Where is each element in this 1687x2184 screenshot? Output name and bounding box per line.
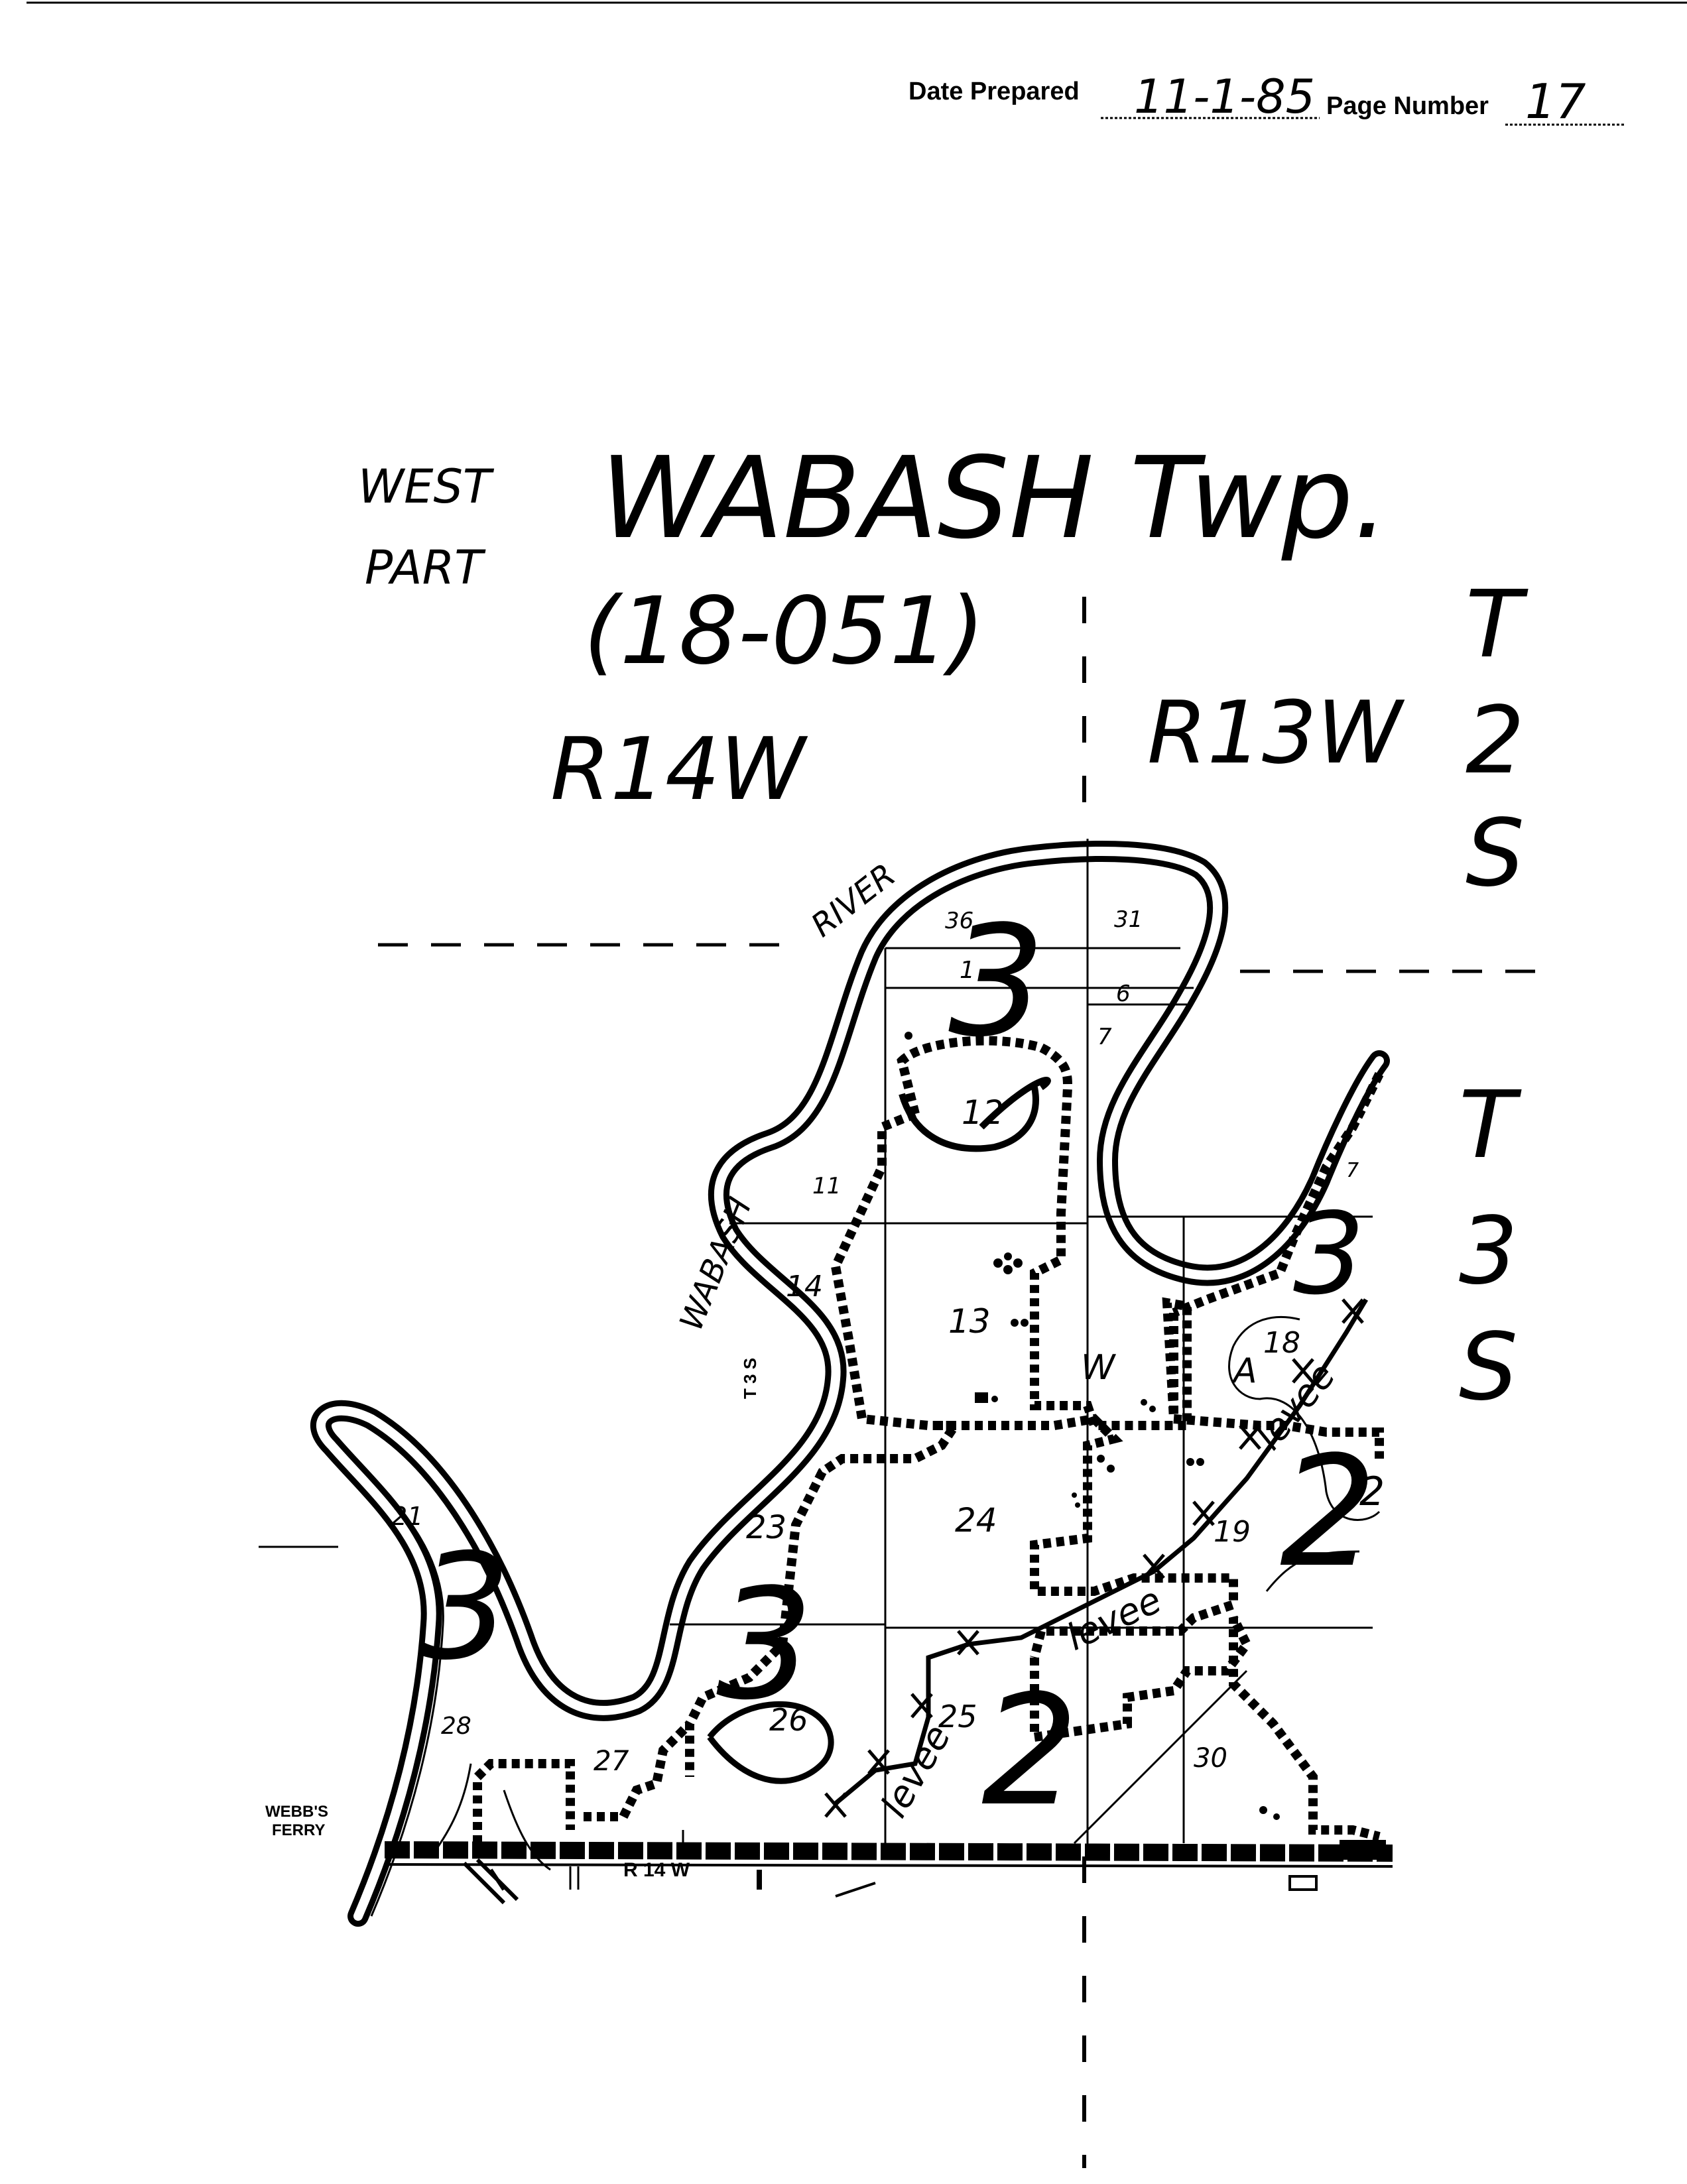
section-26: 26 — [769, 1702, 808, 1738]
section-18: 18 — [1263, 1326, 1300, 1360]
section-12: 12 — [962, 1093, 1004, 1132]
levee-line — [834, 1298, 1369, 1805]
section-24: 24 — [955, 1501, 997, 1540]
zone-boundary-north — [897, 1036, 1192, 1430]
range-left: R14W — [550, 719, 808, 819]
south-boundary — [384, 1841, 1393, 1862]
zone-code-2-c: 2 — [1359, 1469, 1385, 1515]
zone-boundary-center — [935, 1414, 1238, 1659]
section-30: 30 — [1194, 1743, 1227, 1774]
t3s-t: T — [1459, 1071, 1522, 1180]
range-right: R13W — [1147, 682, 1405, 783]
river-channel — [316, 847, 1384, 1921]
section-14: 14 — [786, 1270, 823, 1304]
t2s-t: T — [1466, 571, 1529, 679]
section-13: 13 — [948, 1302, 991, 1341]
zone-code-2-b: 2 — [981, 1663, 1078, 1840]
creek-line-2 — [1232, 1315, 1300, 1347]
t2s-s: S — [1466, 800, 1525, 908]
date-prepared-label: Date Prepared — [908, 78, 1080, 105]
tick-mark — [835, 1882, 876, 1898]
section-36: 36 — [945, 908, 973, 934]
date-prepared-value: 11-1-85 — [1134, 70, 1315, 124]
section-23: 23 — [746, 1509, 786, 1546]
section-27: 27 — [594, 1744, 629, 1777]
building-dots — [905, 1032, 1280, 1820]
loop-mark-12 — [979, 1076, 1051, 1130]
zone-code-3-a: 3 — [948, 894, 1045, 1071]
river-edge-line — [344, 1447, 444, 1917]
r14w-bottom-label: R 14 W — [623, 1859, 690, 1881]
page-number-value: 17 — [1525, 74, 1586, 129]
section-6: 6 — [1116, 981, 1131, 1007]
section-31: 31 — [1114, 906, 1143, 933]
section-25: 25 — [938, 1699, 977, 1734]
road-line — [1073, 1550, 1360, 1845]
sw-road-hatch — [462, 1858, 519, 1905]
t3s-s: S — [1459, 1313, 1518, 1422]
section-7-a: 7 — [1097, 1024, 1112, 1050]
zone-code-3-c: 3 — [418, 1522, 511, 1692]
zone-code-2-a: 2 — [1280, 1424, 1377, 1601]
webbs-ferry-line2: FERRY — [272, 1821, 325, 1839]
title-part-1: WEST — [358, 459, 495, 514]
marker-box — [1288, 1875, 1318, 1891]
map-letter-w: W — [1081, 1348, 1117, 1388]
zone-boundary-southeast — [1030, 1615, 1381, 1841]
creek-line-1 — [1228, 1345, 1381, 1521]
section-11: 11 — [812, 1173, 841, 1199]
loop-12-arc — [899, 1087, 1039, 1152]
section-grid — [670, 839, 1373, 1856]
title-part-2: PART — [365, 540, 486, 595]
t3s-3: 3 — [1459, 1197, 1518, 1305]
map-letter-a: A — [1231, 1351, 1257, 1391]
section-28: 28 — [441, 1713, 471, 1740]
zone-boundary-west — [685, 1109, 964, 1777]
township-title: WABASH Twp. — [600, 433, 1389, 564]
zone-code-3-b: 3 — [1293, 1189, 1365, 1320]
zone-boundary-southwest — [473, 1721, 693, 1843]
section-7-b: 7 — [1346, 1159, 1359, 1182]
t3s-side-label: T 3 S — [740, 1358, 760, 1399]
section-19: 19 — [1214, 1515, 1251, 1549]
township-code: (18-051) — [584, 577, 985, 686]
section-1: 1 — [960, 957, 975, 984]
levee-x-marks — [824, 1298, 1364, 1818]
zone-boundary-northeast — [1172, 1071, 1384, 1317]
south-boundary-edge — [384, 1863, 1393, 1868]
t2s-2: 2 — [1466, 687, 1525, 795]
webbs-ferry-line1: WEBB'S — [265, 1803, 328, 1821]
section-21: 21 — [391, 1502, 423, 1531]
loop-26 — [707, 1701, 834, 1784]
page-number-label: Page Number — [1326, 92, 1489, 120]
